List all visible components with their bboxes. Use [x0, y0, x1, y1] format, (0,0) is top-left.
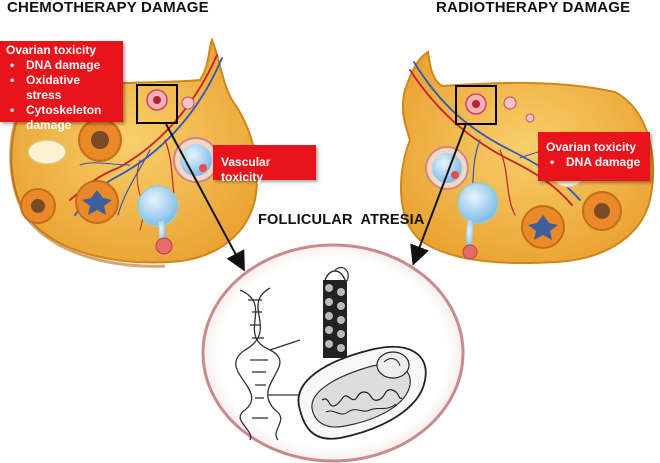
chemo-ovarian-toxicity-title: Ovarian toxicity — [6, 43, 97, 57]
chromatin-icon — [323, 266, 349, 358]
mitochondrion-icon — [297, 345, 427, 440]
right-highlight-box — [455, 85, 497, 125]
radio-ovarian-toxicity-box: Ovarian toxicity DNA damage — [538, 132, 650, 181]
chemo-item-dna-damage: DNA damage — [6, 58, 117, 73]
follicular-atresia-title: FOLLICULAR ATRESIA — [258, 212, 425, 228]
left-arrow — [165, 123, 245, 272]
radio-ovarian-toxicity-title: Ovarian toxicity — [546, 140, 637, 154]
chemotherapy-damage-title: CHEMOTHERAPY DAMAGE — [7, 0, 209, 16]
left-highlight-box — [136, 84, 178, 124]
chemo-item-oxidative-stress: Oxidative stress — [6, 73, 117, 103]
atresia-circle — [201, 243, 465, 463]
vascular-toxicity-box: Vascular toxicity — [213, 145, 316, 184]
dna-helix-icon — [235, 287, 301, 441]
chemo-item-cytoskeleton-damage: Cytoskeleton damage — [6, 103, 117, 133]
chemo-ovarian-toxicity-box: Ovarian toxicity DNA damage Oxidative st… — [0, 41, 123, 132]
right-arrow — [410, 123, 467, 266]
vascular-toxicity-label: Vascular toxicity — [221, 155, 271, 184]
right-ovary — [399, 50, 654, 264]
radio-item-dna-damage: DNA damage — [546, 155, 642, 170]
radiotherapy-damage-title: RADIOTHERAPY DAMAGE — [436, 0, 631, 16]
